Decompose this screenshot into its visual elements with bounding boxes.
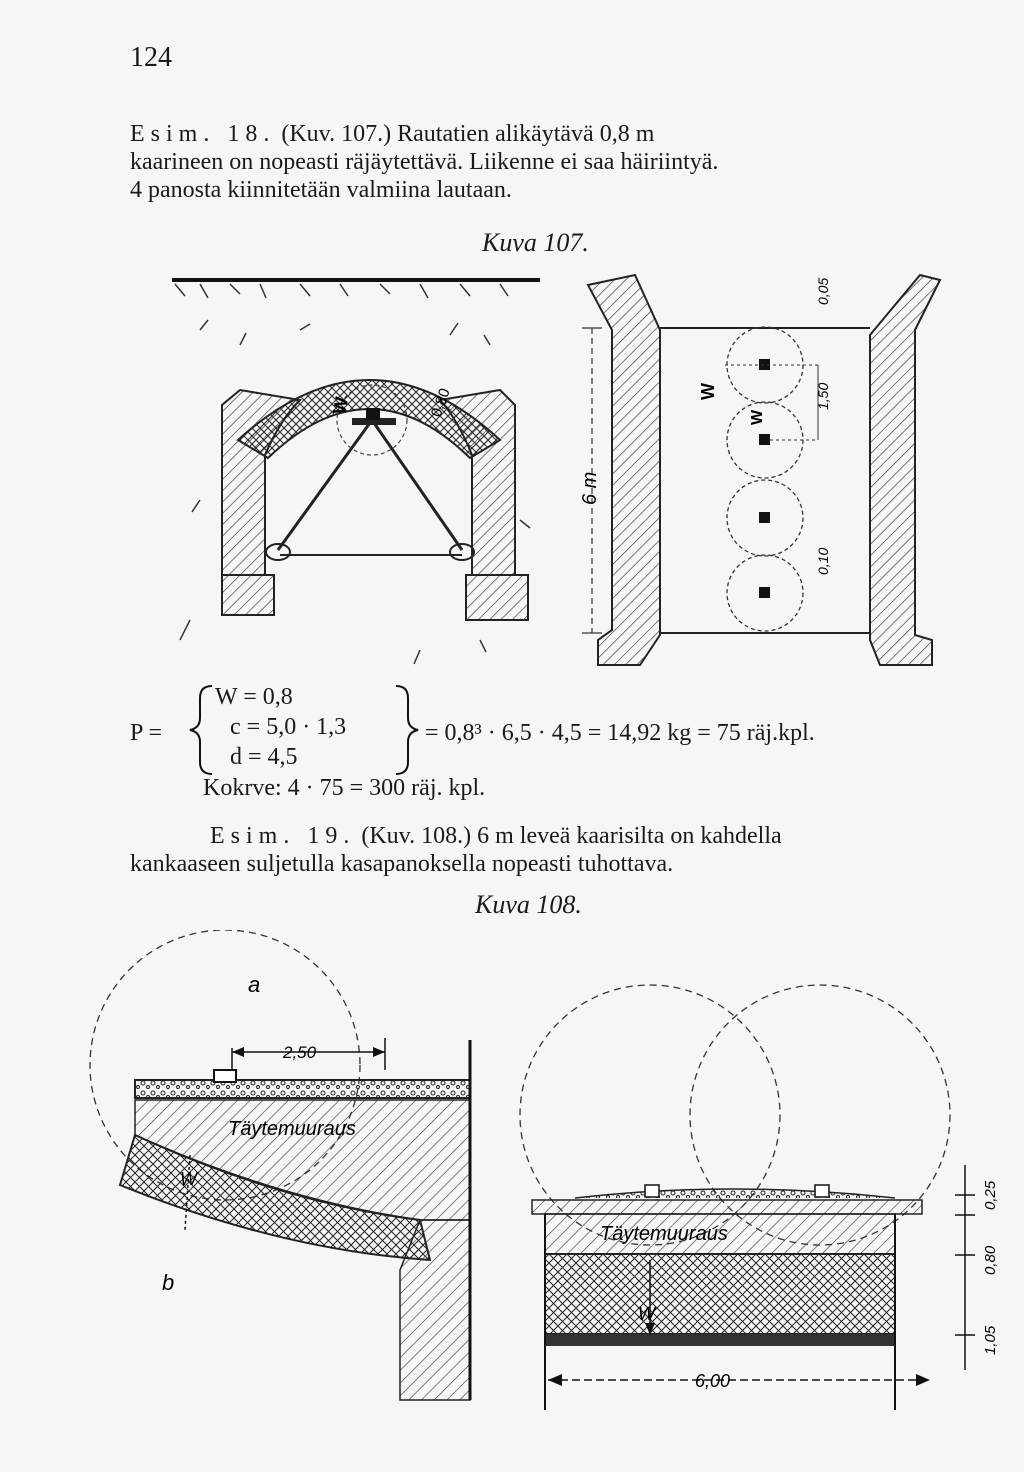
figure-108-right-section: Täytemuuraus W 6,00 1,05 0,80 0,25 bbox=[519, 984, 999, 1410]
figure-108-w-right: W bbox=[638, 1304, 657, 1324]
page-number: 124 bbox=[130, 42, 172, 73]
formula-d: d = 4,5 bbox=[230, 744, 298, 770]
formula-result: = 0,8³ · 6,5 · 4,5 = 14,92 kg = 75 räj.k… bbox=[425, 720, 815, 746]
figure-108-fill-label-right: Täytemuuraus bbox=[600, 1223, 728, 1245]
figure-107-010-label: 0,10 bbox=[815, 548, 831, 575]
figure-107-caption: Kuva 107. bbox=[482, 228, 589, 257]
formula-right-brace bbox=[395, 685, 419, 775]
figure-108-080-label: 0,80 bbox=[982, 1245, 999, 1275]
figure-107-w-vertical: W bbox=[698, 383, 718, 400]
figure-108-fill-label-left: Täytemuuraus bbox=[228, 1118, 356, 1140]
figure-107-plan-view: 6 m W W 0,05 1,50 0,10 bbox=[579, 273, 942, 666]
formula-left-brace bbox=[189, 685, 213, 775]
figure-108-b-label: b bbox=[162, 1270, 174, 1295]
figure-108-left-section: a b 2,50 Täytemuuraus W bbox=[89, 930, 472, 1401]
example-19-paragraph: Esim. 19. (Kuv. 108.) 6 m leveä kaarisil… bbox=[130, 822, 960, 878]
figure-108-600-label: 6,00 bbox=[695, 1371, 730, 1391]
figure-108-105-label: 1,05 bbox=[982, 1325, 999, 1355]
formula-w: W = 0,8 bbox=[215, 684, 293, 710]
example-18-label: Esim. 18. bbox=[130, 121, 276, 147]
figure-107-section-view: W 0,80 bbox=[172, 278, 540, 665]
figure-107-150-label: 1,50 bbox=[815, 383, 831, 410]
example-18-paragraph: Esim. 18. (Kuv. 107.) Rautatien alikäytä… bbox=[130, 120, 960, 204]
example-19-line-1: Esim. 19. (Kuv. 108.) 6 m leveä kaarisil… bbox=[130, 822, 960, 850]
formula-p: P = bbox=[130, 720, 162, 746]
example-18-line-3: 4 panosta kiinnitetään valmiina lautaan. bbox=[130, 177, 512, 203]
formula-c: c = 5,0 · 1,3 bbox=[230, 714, 347, 740]
example-19-ref: (Kuv. 108.) bbox=[361, 823, 472, 849]
figure-107-w-label: W bbox=[329, 395, 352, 415]
figure-108-drawing: a b 2,50 Täytemuuraus W Täytemuuraus W 6… bbox=[89, 930, 999, 1410]
figure-108-a-label: a bbox=[248, 972, 260, 997]
figure-107-005-label: 0,05 bbox=[815, 278, 831, 305]
example-19-label: Esim. 19. bbox=[210, 823, 356, 849]
example-18-line-1: Esim. 18. (Kuv. 107.) Rautatien alikäytä… bbox=[130, 120, 960, 148]
formula-total: Kokrve: 4 · 75 = 300 räj. kpl. bbox=[203, 775, 486, 801]
figure-107-6m-label: 6 m bbox=[579, 472, 601, 505]
example-18-line-2: kaarineen on nopeasti räjäytettävä. Liik… bbox=[130, 149, 719, 175]
figure-108-250-label: 2,50 bbox=[282, 1043, 317, 1062]
figure-108-w-left: W bbox=[180, 1169, 199, 1189]
example-19-line-1-rest: 6 m leveä kaarisilta on kahdella bbox=[477, 823, 782, 849]
example-18-line-1-rest: Rautatien alikäytävä 0,8 m bbox=[397, 121, 655, 147]
example-19-line-2: kankaaseen suljetulla kasapanoksella nop… bbox=[130, 851, 674, 877]
figure-108-caption: Kuva 108. bbox=[475, 890, 582, 919]
example-18-ref: (Kuv. 107.) bbox=[281, 121, 392, 147]
figure-108-025-label: 0,25 bbox=[982, 1180, 999, 1210]
figure-107-w-small: W bbox=[749, 409, 766, 425]
